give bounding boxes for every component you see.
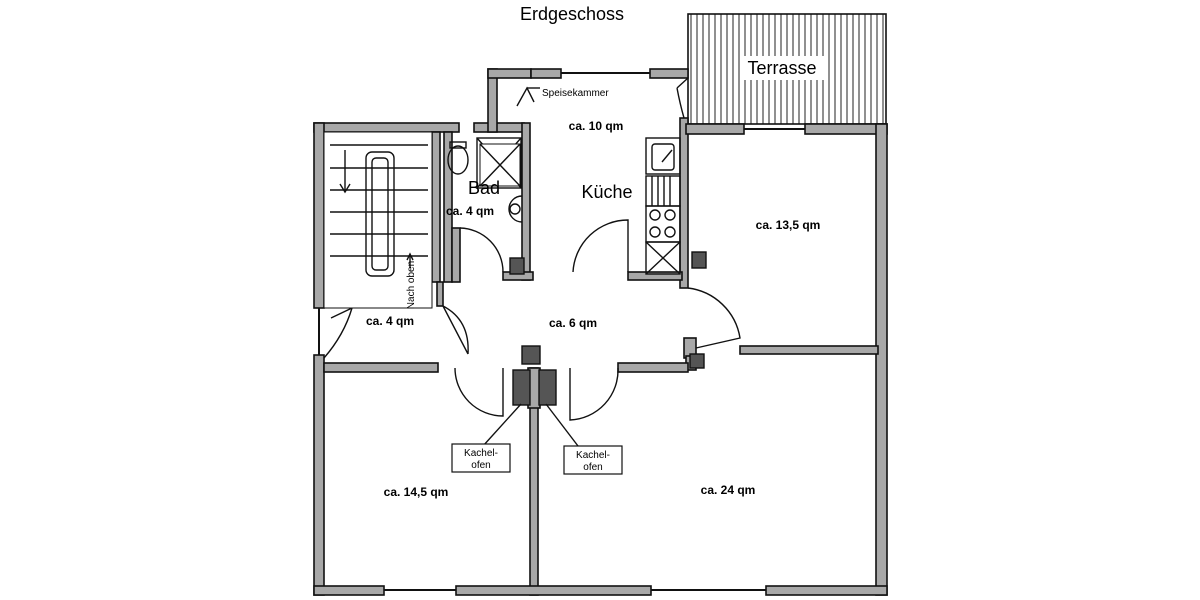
stove-right-line2: ofen — [583, 462, 602, 473]
stove-callout-left: Kachel- ofen — [451, 443, 511, 473]
bath-label: Bad — [468, 178, 500, 198]
doors — [323, 77, 741, 421]
pantry-label: Speisekammer — [542, 88, 609, 99]
stair-up-label: Nach oben — [406, 261, 417, 309]
stove-callout-right: Kachel- ofen — [563, 445, 623, 475]
room-se-area-label: ca. 24 qm — [701, 483, 756, 497]
terrace-label: Terrasse — [747, 58, 816, 78]
pantry-fixture — [516, 86, 540, 107]
bath-fixtures — [447, 137, 525, 275]
windows — [318, 72, 805, 591]
kitchen-label: Küche — [581, 182, 632, 202]
bath-area-label: ca. 4 qm — [446, 204, 494, 218]
hall-area-label: ca. 6 qm — [549, 316, 597, 330]
room-ne-area-label: ca. 13,5 qm — [756, 218, 821, 232]
staircase — [323, 131, 433, 309]
kitchen-area-label: ca. 10 qm — [569, 119, 624, 133]
stove-right-line1: Kachel- — [576, 450, 610, 461]
walls — [313, 68, 888, 596]
stove-left-line2: ofen — [471, 460, 490, 471]
terrace — [687, 13, 887, 125]
kitchen-units — [645, 137, 707, 275]
page-title: Erdgeschoss — [520, 4, 624, 24]
entry-area-label: ca. 4 qm — [366, 314, 414, 328]
chimneys — [482, 345, 705, 447]
room-sw-area-label: ca. 14,5 qm — [384, 485, 449, 499]
stove-left-line1: Kachel- — [464, 448, 498, 459]
